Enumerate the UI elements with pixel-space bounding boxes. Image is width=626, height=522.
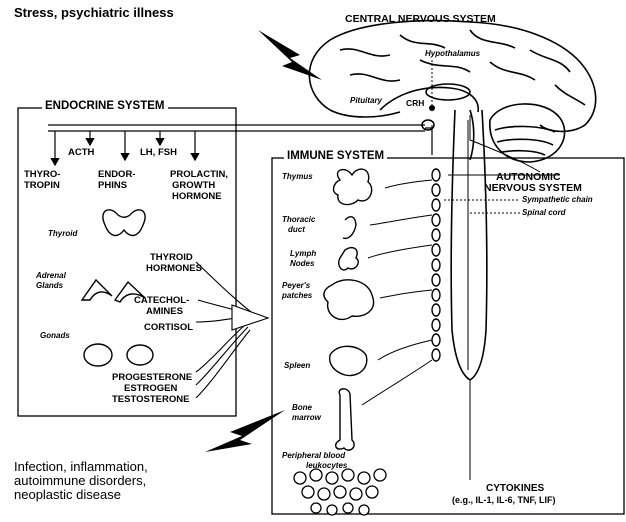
catecholamines-label-2: AMINES	[146, 307, 183, 317]
thyroid-icon	[103, 210, 145, 236]
adrenal-label-1: Adrenal	[36, 272, 66, 280]
infection-label-1: Infection, inflammation,	[14, 460, 148, 474]
sympathetic-chain-icon	[432, 169, 440, 361]
progesterone-label: PROGESTERONE	[112, 373, 192, 383]
bone-marrow-icon	[336, 389, 354, 450]
peyers-patches-label-2: patches	[282, 292, 312, 300]
thoracic-duct-label-2: duct	[288, 226, 305, 234]
cytokines-examples: (e.g., IL-1, IL-6, TNF, LIF)	[452, 496, 556, 505]
estrogen-label: ESTROGEN	[124, 384, 177, 394]
cortisol-label: CORTISOL	[144, 323, 193, 333]
ans-label-line2: NERVOUS SYSTEM	[484, 183, 582, 194]
prolactin-label-2: GROWTH	[172, 181, 215, 191]
lymph-nodes-label-1: Lymph	[290, 250, 316, 258]
thyroid-hormones-label-2: HORMONES	[146, 264, 202, 274]
lymph-nodes-icon	[339, 248, 359, 270]
thyroid-label: Thyroid	[48, 230, 77, 238]
thymus-label: Thymus	[282, 173, 313, 181]
hypothalamus-label: Hypothalamus	[425, 50, 480, 58]
peyers-patches-icon	[324, 280, 374, 320]
acth-label: ACTH	[68, 148, 94, 158]
infection-label-3: neoplastic disease	[14, 488, 121, 502]
testosterone-label: TESTOSTERONE	[112, 395, 189, 405]
crh-label: CRH	[406, 99, 424, 108]
spinal-cord-label: Spinal cord	[522, 209, 566, 217]
thymus-icon	[334, 169, 372, 204]
adrenal-left-icon	[82, 280, 112, 300]
infection-label-2: autoimmune disorders,	[14, 474, 146, 488]
lightning-bolt-top-icon	[258, 30, 322, 80]
endocrine-system-box	[18, 108, 236, 416]
prolactin-label-1: PROLACTIN,	[170, 170, 228, 180]
peripheral-blood-label-2: leukocytes	[306, 462, 347, 470]
gonad-left-icon	[84, 344, 112, 366]
cytokines-label: CYTOKINES	[486, 484, 544, 495]
spinal-cord-icon	[451, 110, 487, 380]
lymph-nodes-label-2: Nodes	[290, 260, 314, 268]
thyrotropin-label-1: THYRO-	[24, 170, 60, 180]
peyers-patches-label-1: Peyer's	[282, 282, 310, 290]
bone-marrow-label-2: marrow	[292, 414, 321, 422]
immune-system-label: IMMUNE SYSTEM	[284, 150, 387, 162]
prolactin-label-3: HORMONE	[172, 192, 222, 202]
thoracic-duct-icon	[343, 217, 356, 239]
spleen-label: Spleen	[284, 362, 310, 370]
thyrotropin-label-2: TROPIN	[24, 181, 60, 191]
gonads-label: Gonads	[40, 332, 70, 340]
spleen-icon	[330, 346, 367, 375]
catecholamines-label-1: CATECHOL-	[134, 296, 189, 306]
endocrine-system-label: ENDOCRINE SYSTEM	[42, 100, 168, 112]
leukocytes-icon	[294, 469, 386, 515]
peripheral-blood-label-1: Peripheral blood	[282, 452, 345, 460]
bone-marrow-label-1: Bone	[292, 404, 312, 412]
pituitary-label: Pituitary	[350, 97, 382, 105]
gonad-right-icon	[127, 345, 153, 365]
sympathetic-chain-label: Sympathetic chain	[522, 196, 593, 204]
lh-fsh-label: LH, FSH	[140, 148, 177, 158]
thoracic-duct-label-1: Thoracic	[282, 216, 315, 224]
thyroid-hormones-label-1: THYROID	[150, 253, 193, 263]
endorphins-label-2: PHINS	[98, 181, 127, 191]
brain-icon	[309, 21, 595, 162]
endorphins-label-1: ENDOR-	[98, 170, 135, 180]
adrenal-label-2: Glands	[36, 282, 63, 290]
stress-label: Stress, psychiatric illness	[14, 6, 174, 20]
cns-label: CENTRAL NERVOUS SYSTEM	[345, 14, 496, 25]
